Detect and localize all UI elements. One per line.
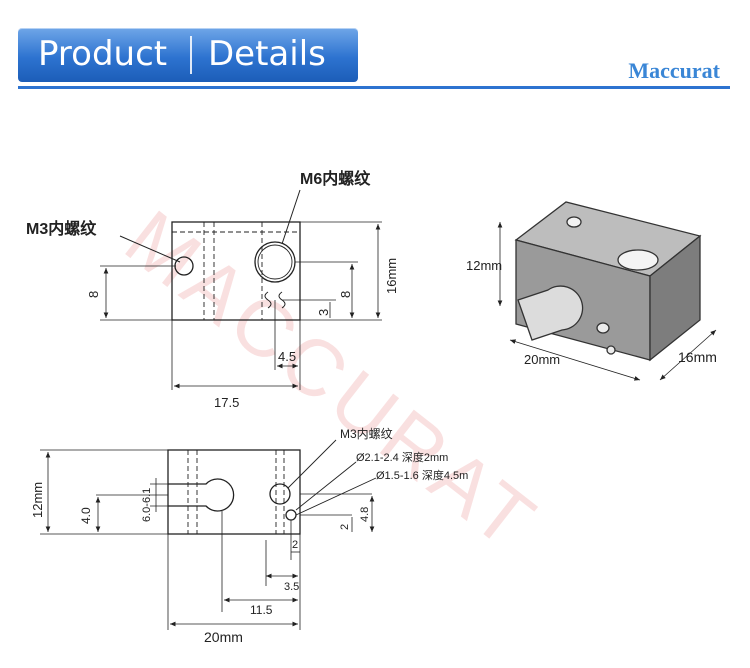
front-dim-2-bottom: 2 (292, 539, 298, 551)
iso-dim-height: 12mm (466, 258, 502, 273)
top-dim-height: 16mm (384, 258, 399, 294)
top-dim-width: 17.5 (214, 395, 239, 410)
iso-dim-depth: 16mm (678, 349, 717, 365)
banner-separator (190, 36, 192, 74)
product-details-banner: Product Details (18, 28, 358, 82)
front-dim-4-8: 4.8 (359, 507, 371, 522)
banner-title-product: Product (38, 34, 168, 74)
front-dim-11-5: 11.5 (250, 603, 273, 617)
front-view (40, 439, 377, 630)
front-view-body (167, 449, 301, 535)
top-m6-callout: M6内螺纹 (300, 169, 371, 188)
top-dim-m3-height: 8 (86, 291, 101, 298)
top-dim-m6-height: 8 (338, 291, 353, 298)
front-dim-bore: 6.0-6.1 (141, 488, 153, 522)
brand-name: Maccurat (628, 58, 720, 83)
top-dim-slot: 3 (316, 309, 331, 316)
iso-bore (517, 285, 584, 341)
front-dim-width: 20mm (204, 629, 243, 645)
watermark: MACCURAT (110, 193, 555, 568)
iso-view (514, 201, 702, 362)
top-dim-offset: 4.5 (278, 349, 296, 364)
front-m3-hole (269, 483, 291, 505)
front-hole1-callout: Ø2.1-2.4 深度2mm (356, 450, 448, 464)
iso-side-face (649, 234, 701, 362)
front-dim-2-right: 2 (339, 524, 351, 530)
front-bore (168, 478, 235, 512)
front-dim-3-5: 3.5 (284, 581, 299, 593)
iso-dim-width: 20mm (524, 352, 560, 367)
iso-m6-hole (617, 249, 659, 271)
front-hole2-callout: Ø1.5-1.6 深度4.5m (376, 468, 468, 482)
top-m3-callout: M3内螺纹 (26, 219, 97, 238)
front-small-hole (285, 509, 297, 521)
front-dim-center: 4.0 (79, 507, 93, 524)
front-dim-height: 12mm (30, 482, 45, 518)
top-view-body (171, 221, 301, 321)
iso-m3-hole (566, 216, 582, 228)
m6-hole (254, 241, 296, 283)
banner-title-details: Details (208, 34, 326, 74)
header-rule (18, 86, 730, 89)
top-view (100, 189, 382, 390)
front-m3-callout: M3内螺纹 (340, 427, 393, 441)
